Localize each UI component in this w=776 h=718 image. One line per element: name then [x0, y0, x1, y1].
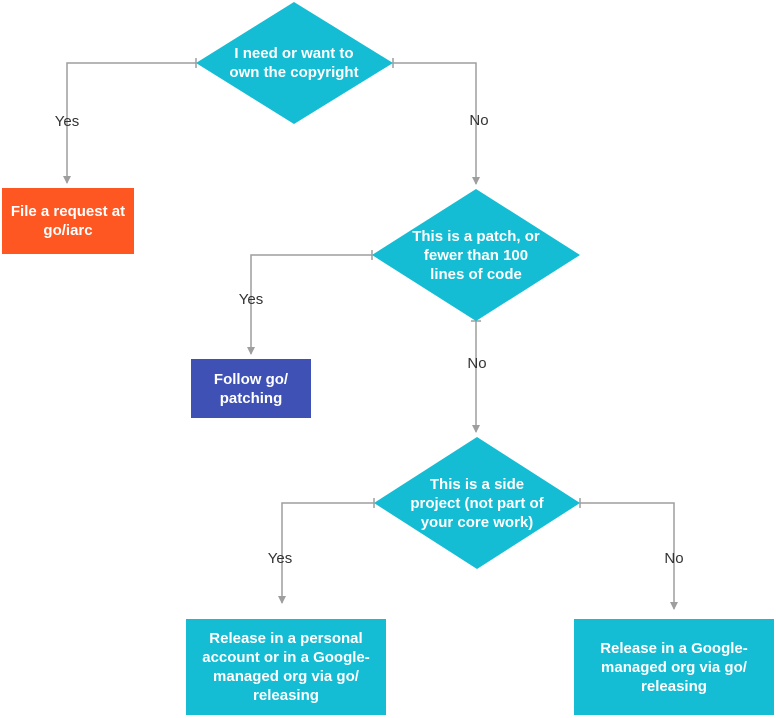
decision-patch-text: This is a patch, or fewer than 100 lines…	[412, 227, 540, 283]
decision-side-project-text: This is a side project (not part of your…	[410, 475, 544, 531]
decision-diamond-copyright	[196, 2, 393, 124]
edge-label-yes: Yes	[238, 291, 264, 308]
action-patching-text: Follow go/ patching	[213, 370, 289, 407]
edge-d1-to-d2	[393, 62, 480, 185]
action-iarc-text: File a request at go/iarc	[10, 203, 126, 239]
edge-d3-to-a3	[278, 502, 374, 604]
edge-d1-to-a1	[63, 62, 196, 184]
edge-label-yes: Yes	[54, 113, 80, 130]
action-google-release-text: Release in a Google- managed org via go/…	[600, 639, 748, 695]
edge-label-yes: Yes	[267, 550, 293, 567]
decision-copyright-text: I need or want to own the copyright	[229, 45, 359, 81]
edge-label-no: No	[469, 112, 489, 129]
edge-d3-to-a4	[580, 502, 678, 610]
edge-d2-to-a2	[247, 254, 372, 355]
action-box-patching	[191, 359, 311, 418]
decision-diamond-side-project	[374, 437, 580, 569]
edge-label-no: No	[467, 355, 487, 372]
edge-label-no: No	[664, 550, 684, 567]
action-box-iarc	[2, 188, 134, 254]
action-box-personal-release	[186, 619, 386, 715]
decision-diamond-patch	[372, 189, 580, 321]
action-box-google-release	[574, 619, 774, 715]
action-personal-release-text: Release in a personal account or in a Go…	[202, 630, 370, 704]
